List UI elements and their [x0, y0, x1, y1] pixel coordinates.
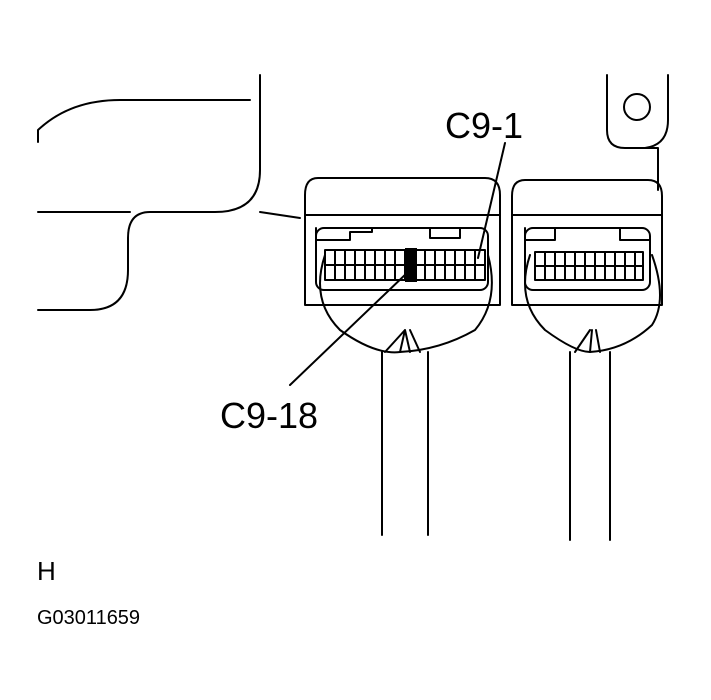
harness-c9 [319, 254, 493, 536]
mounting-bracket [606, 74, 669, 191]
callout-c9-1: C9-1 [445, 105, 523, 146]
leader-line-c9-18 [289, 271, 409, 386]
figure-id: G03011659 [37, 607, 140, 629]
connector-c9 [304, 177, 501, 306]
leader-line-c9-1 [477, 142, 506, 259]
view-letter: H [37, 556, 56, 586]
connector-right [511, 179, 663, 306]
harness-right [524, 254, 661, 541]
callout-c9-18: C9-18 [220, 395, 318, 436]
ecu-housing [37, 74, 301, 311]
